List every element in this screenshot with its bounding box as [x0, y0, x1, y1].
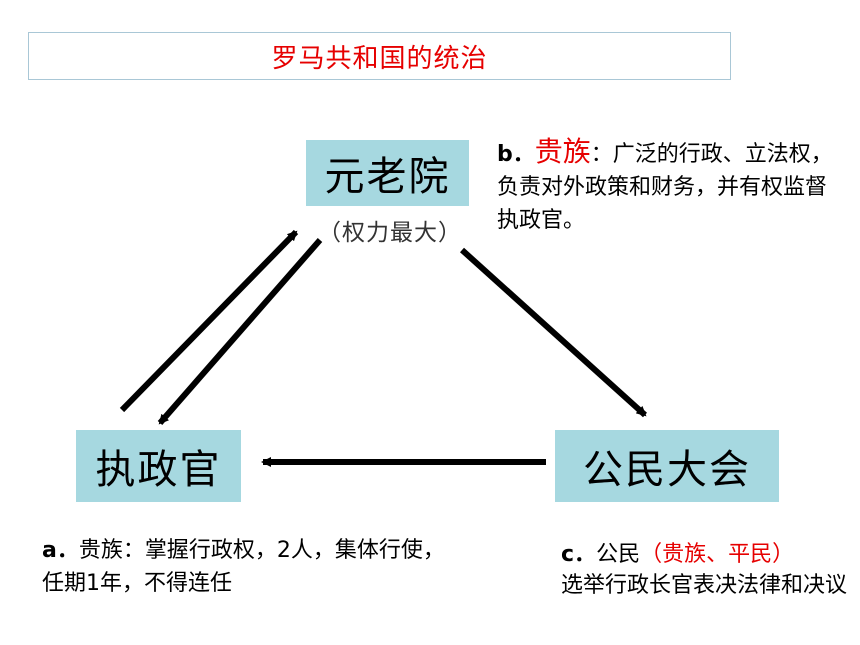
- assembly-label: 公民大会: [583, 447, 751, 493]
- senate-label: 元老院: [324, 154, 451, 200]
- node-consul: 执政官: [76, 430, 241, 502]
- desc-b-key: b: [497, 142, 513, 167]
- arrow-consul-to-senate: [119, 229, 299, 413]
- desc-a-key: a: [42, 538, 57, 563]
- desc-b-sep: ．: [512, 142, 535, 167]
- senate-description: b．贵族：广泛的行政、立法权，负责对外政策和财务，并有权监督执政官。: [497, 135, 847, 237]
- desc-c-key: c: [561, 542, 575, 567]
- desc-a-sep: ．: [56, 538, 79, 563]
- desc-a-text: 贵族：掌握行政权，2人，集体行使，任期1年，不得连任: [42, 538, 445, 596]
- arrow-senate-to-assembly: [459, 247, 648, 418]
- desc-b-who: 贵族: [534, 135, 591, 168]
- desc-c-paren: （贵族、平民）: [640, 542, 795, 567]
- desc-c-text: 选举行政长官表决法律和决议: [561, 573, 848, 598]
- senate-subtitle: （权力最大）: [318, 220, 462, 246]
- desc-c-who: 公民: [596, 542, 641, 567]
- desc-b-text: ：广泛的行政、立法权，负责对外政策和财务，并有权监督执政官。: [497, 142, 833, 233]
- arrow-senate-to-consul: [157, 238, 323, 425]
- consul-description: a．贵族：掌握行政权，2人，集体行使，任期1年，不得连任: [42, 534, 462, 600]
- consul-label: 执政官: [95, 447, 222, 493]
- desc-c-sep: ．: [574, 542, 597, 567]
- node-assembly: 公民大会: [555, 430, 779, 502]
- title-text: 罗马共和国的统治: [271, 43, 488, 74]
- node-senate: 元老院: [306, 140, 469, 206]
- diagram-title: 罗马共和国的统治: [28, 32, 731, 80]
- assembly-description: c．公民（贵族、平民） 选举行政长官表决法律和决议: [561, 539, 851, 601]
